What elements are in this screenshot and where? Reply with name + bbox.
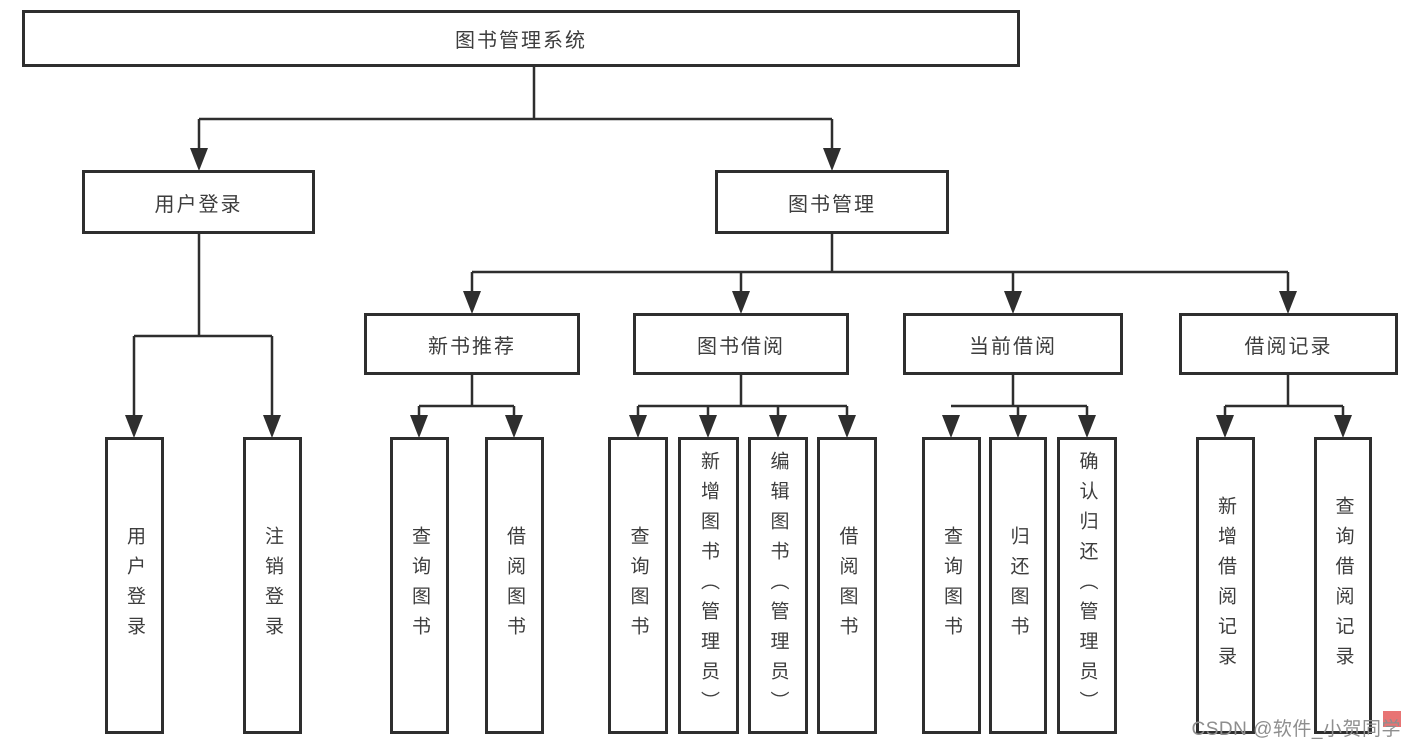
node-current-borrowing: 当前借阅 [903, 313, 1123, 375]
leaf-query-books-current: 查询图书 [922, 437, 981, 734]
node-new-book-recommend-label: 新书推荐 [428, 335, 516, 358]
node-borrow-records-label: 借阅记录 [1244, 335, 1333, 358]
watermark-accent-block [1383, 711, 1401, 727]
node-book-management-label: 图书管理 [788, 193, 876, 216]
leaf-query-books-borrow-label: 查询图书 [627, 525, 649, 646]
leaf-edit-books-admin: 编辑图书（管理员） [748, 437, 808, 734]
leaf-user-login-label: 用户登录 [124, 525, 145, 646]
node-book-management: 图书管理 [715, 170, 949, 234]
node-book-borrowing: 图书借阅 [633, 313, 849, 375]
leaf-borrow-books-newb-label: 借阅图书 [504, 525, 525, 646]
node-borrow-records: 借阅记录 [1179, 313, 1398, 375]
leaf-query-books-borrow: 查询图书 [608, 437, 668, 734]
node-user-login: 用户登录 [82, 170, 315, 234]
leaf-add-borrow-record: 新增借阅记录 [1196, 437, 1255, 734]
node-book-borrowing-label: 图书借阅 [697, 335, 785, 358]
leaf-query-books-current-label: 查询图书 [941, 525, 962, 646]
leaf-logout: 注销登录 [243, 437, 302, 734]
leaf-query-books-newb-label: 查询图书 [409, 525, 430, 646]
leaf-logout-label: 注销登录 [262, 525, 283, 646]
node-root-label: 图书管理系统 [455, 30, 587, 52]
leaf-return-books: 归还图书 [989, 437, 1047, 734]
leaf-return-books-label: 归还图书 [1007, 525, 1029, 646]
leaf-user-login: 用户登录 [105, 437, 164, 734]
node-new-book-recommend: 新书推荐 [364, 313, 580, 375]
leaf-confirm-return-admin-label: 确认归还（管理员） [1076, 450, 1098, 721]
watermark-text: CSDN @软件_小贺同学 [1191, 719, 1401, 740]
leaf-confirm-return-admin: 确认归还（管理员） [1057, 437, 1117, 734]
leaf-borrow-books-newb: 借阅图书 [485, 437, 544, 734]
leaf-query-borrow-record: 查询借阅记录 [1314, 437, 1372, 734]
leaf-add-books-admin-label: 新增图书（管理员） [698, 450, 719, 721]
node-current-borrowing-label: 当前借阅 [969, 335, 1057, 358]
leaf-add-borrow-record-label: 新增借阅记录 [1215, 495, 1236, 676]
leaf-borrow-books: 借阅图书 [817, 437, 877, 734]
leaf-edit-books-admin-label: 编辑图书（管理员） [767, 450, 789, 721]
leaf-borrow-books-label: 借阅图书 [836, 525, 858, 646]
node-user-login-label: 用户登录 [154, 193, 243, 216]
node-root-system: 图书管理系统 [22, 10, 1020, 67]
leaf-add-books-admin: 新增图书（管理员） [678, 437, 739, 734]
leaf-query-borrow-record-label: 查询借阅记录 [1332, 495, 1354, 676]
leaf-query-books-newb: 查询图书 [390, 437, 449, 734]
